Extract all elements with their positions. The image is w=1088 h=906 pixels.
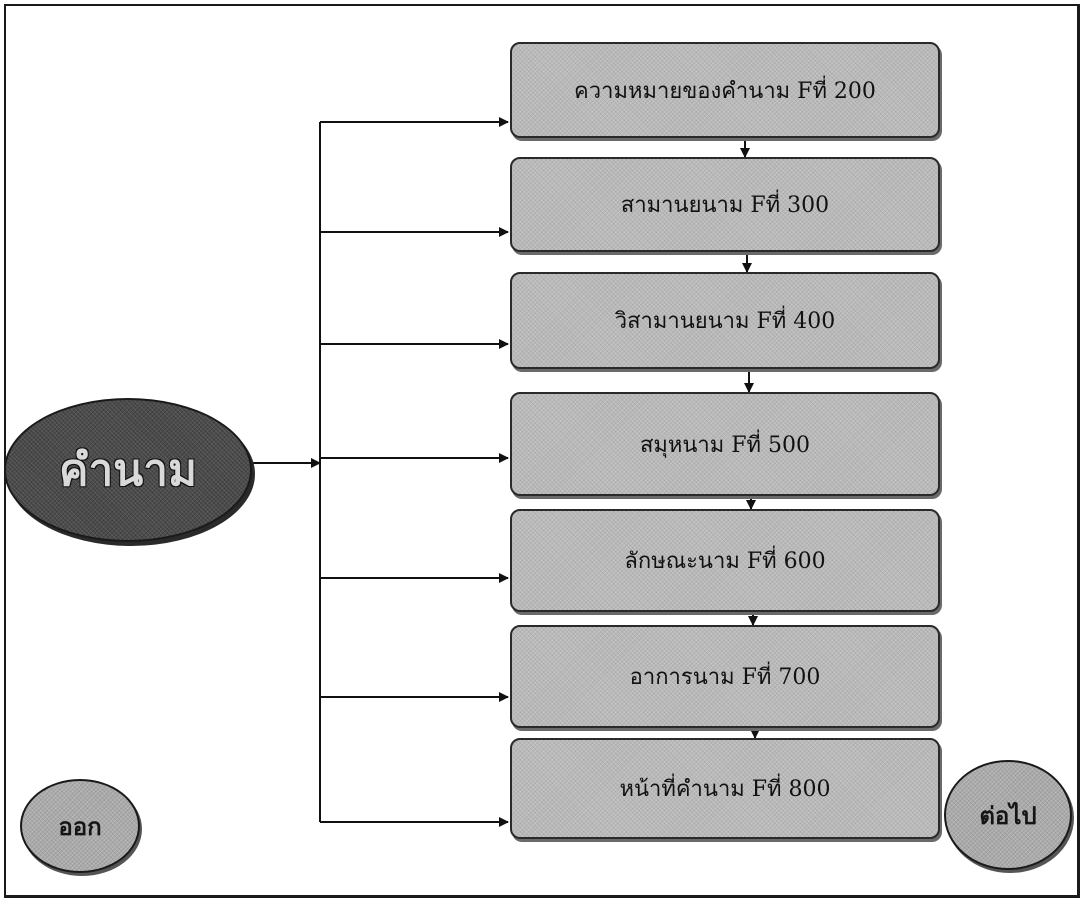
topic-node-label: อาการนาม Fที่ 700 [629,665,821,690]
topic-node-label: หน้าที่คำนาม Fที่ 800 [619,777,831,802]
topic-node-label: วิสามานยนาม Fที่ 400 [614,309,836,334]
next-button[interactable]: ต่อไป [944,760,1072,870]
topic-node-collective-noun[interactable]: สมุหนาม Fที่ 500 [510,392,940,496]
next-button-label: ต่อไป [979,800,1037,830]
topic-node-label: ความหมายของคำนาม Fที่ 200 [574,78,876,104]
exit-button[interactable]: ออก [20,779,140,873]
topic-node-label: สมุหนาม Fที่ 500 [639,432,811,458]
topic-node-label: สามานยนาม Fที่ 300 [620,193,830,218]
topic-node-common-noun[interactable]: สามานยนาม Fที่ 300 [510,157,940,252]
topic-node-meaning[interactable]: ความหมายของคำนาม Fที่ 200 [510,42,940,138]
topic-node-abstract-noun[interactable]: อาการนาม Fที่ 700 [510,625,940,728]
topic-node-proper-noun[interactable]: วิสามานยนาม Fที่ 400 [510,272,940,369]
exit-button-label: ออก [58,811,102,841]
root-node-noun: คำนาม [4,398,252,542]
root-node-label: คำนาม [59,445,197,496]
topic-node-label: ลักษณะนาม Fที่ 600 [624,549,826,574]
topic-node-noun-function[interactable]: หน้าที่คำนาม Fที่ 800 [510,738,940,839]
topic-node-classifier-noun[interactable]: ลักษณะนาม Fที่ 600 [510,509,940,612]
diagram-frame [4,4,1080,898]
